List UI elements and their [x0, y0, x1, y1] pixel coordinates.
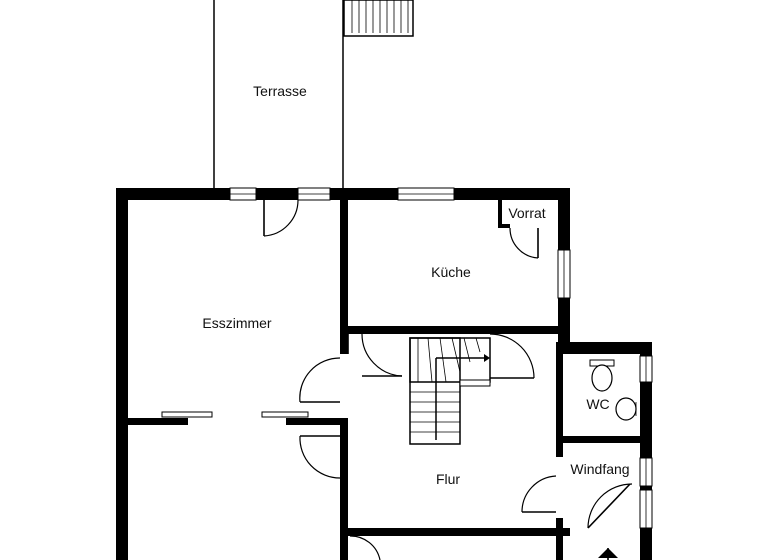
room-label-terrasse: Terrasse: [253, 83, 307, 99]
room-label-kueche: Küche: [431, 264, 471, 280]
windows: [161, 187, 653, 529]
room-label-windfang: Windfang: [570, 461, 629, 477]
toilet-icon: [589, 359, 615, 392]
room-label-esszimmer: Esszimmer: [202, 315, 272, 331]
interior-walls: [128, 188, 652, 560]
entrance-arrow-icon: [598, 548, 618, 560]
doors: [263, 199, 633, 560]
room-label-flur: Flur: [436, 471, 460, 487]
room-label-vorrat: Vorrat: [508, 205, 545, 221]
terrace-steps: [343, 0, 414, 37]
sink-icon: [615, 397, 637, 421]
terrace-outline: [213, 0, 344, 190]
stairs-icon: [409, 337, 491, 445]
room-label-wc: WC: [586, 396, 609, 412]
outer-walls: [116, 188, 652, 560]
